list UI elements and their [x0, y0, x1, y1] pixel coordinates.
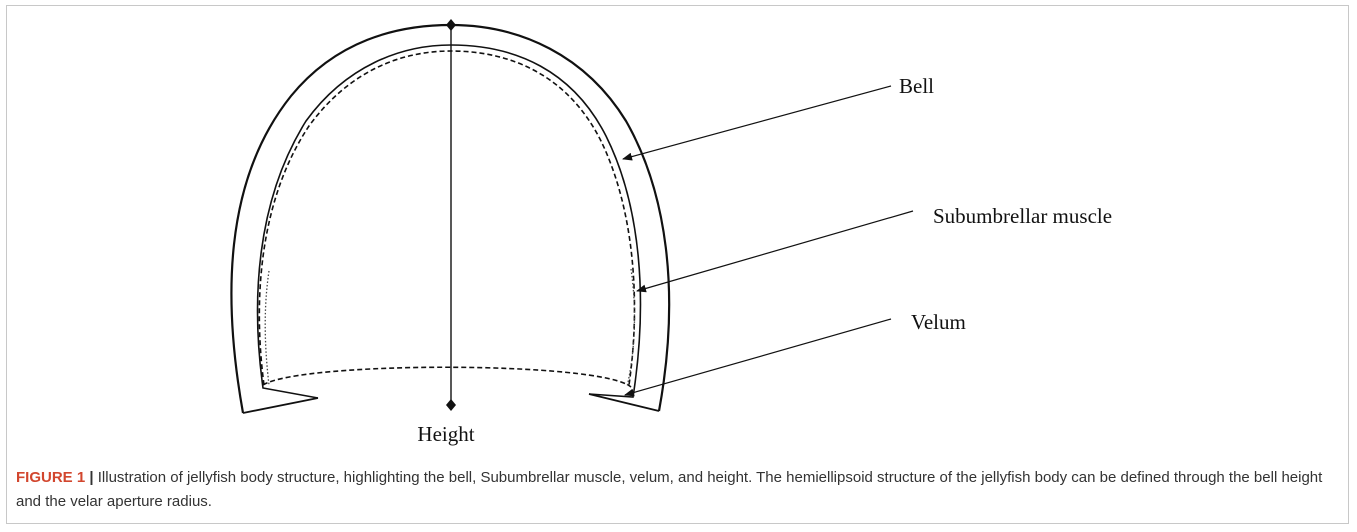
- height-bottom-diamond: [446, 399, 456, 411]
- figure-frame: Bell Subumbrellar muscle Velum Height: [6, 5, 1349, 524]
- figure-label: FIGURE 1: [16, 469, 86, 486]
- velum-label: Velum: [911, 310, 966, 334]
- caption-text: Illustration of jellyfish body structure…: [16, 469, 1323, 510]
- bell-rim-left: [242, 397, 319, 414]
- velum-ellipse: [262, 366, 632, 388]
- subumbrellar-leader-arrow: [636, 210, 914, 293]
- subumbrellar-muscle-label: Subumbrellar muscle: [933, 204, 1112, 228]
- velum-leader-arrow: [624, 318, 892, 397]
- jellyfish-diagram: Bell Subumbrellar muscle Velum Height: [230, 19, 1112, 446]
- caption-separator: |: [89, 469, 94, 486]
- bell-label: Bell: [899, 74, 934, 98]
- bell-outer-outline: [230, 23, 671, 414]
- figure-caption: FIGURE 1 | Illustration of jellyfish bod…: [16, 466, 1336, 514]
- bell-rim-right: [588, 393, 660, 412]
- subumbrellar-muscle-contour: [258, 50, 636, 386]
- height-label: Height: [417, 422, 474, 446]
- height-top-diamond: [446, 19, 456, 31]
- side-muscle-left-dotted: [264, 270, 270, 386]
- bell-leader-arrow: [622, 85, 892, 161]
- bell-inner-wall: [256, 44, 642, 399]
